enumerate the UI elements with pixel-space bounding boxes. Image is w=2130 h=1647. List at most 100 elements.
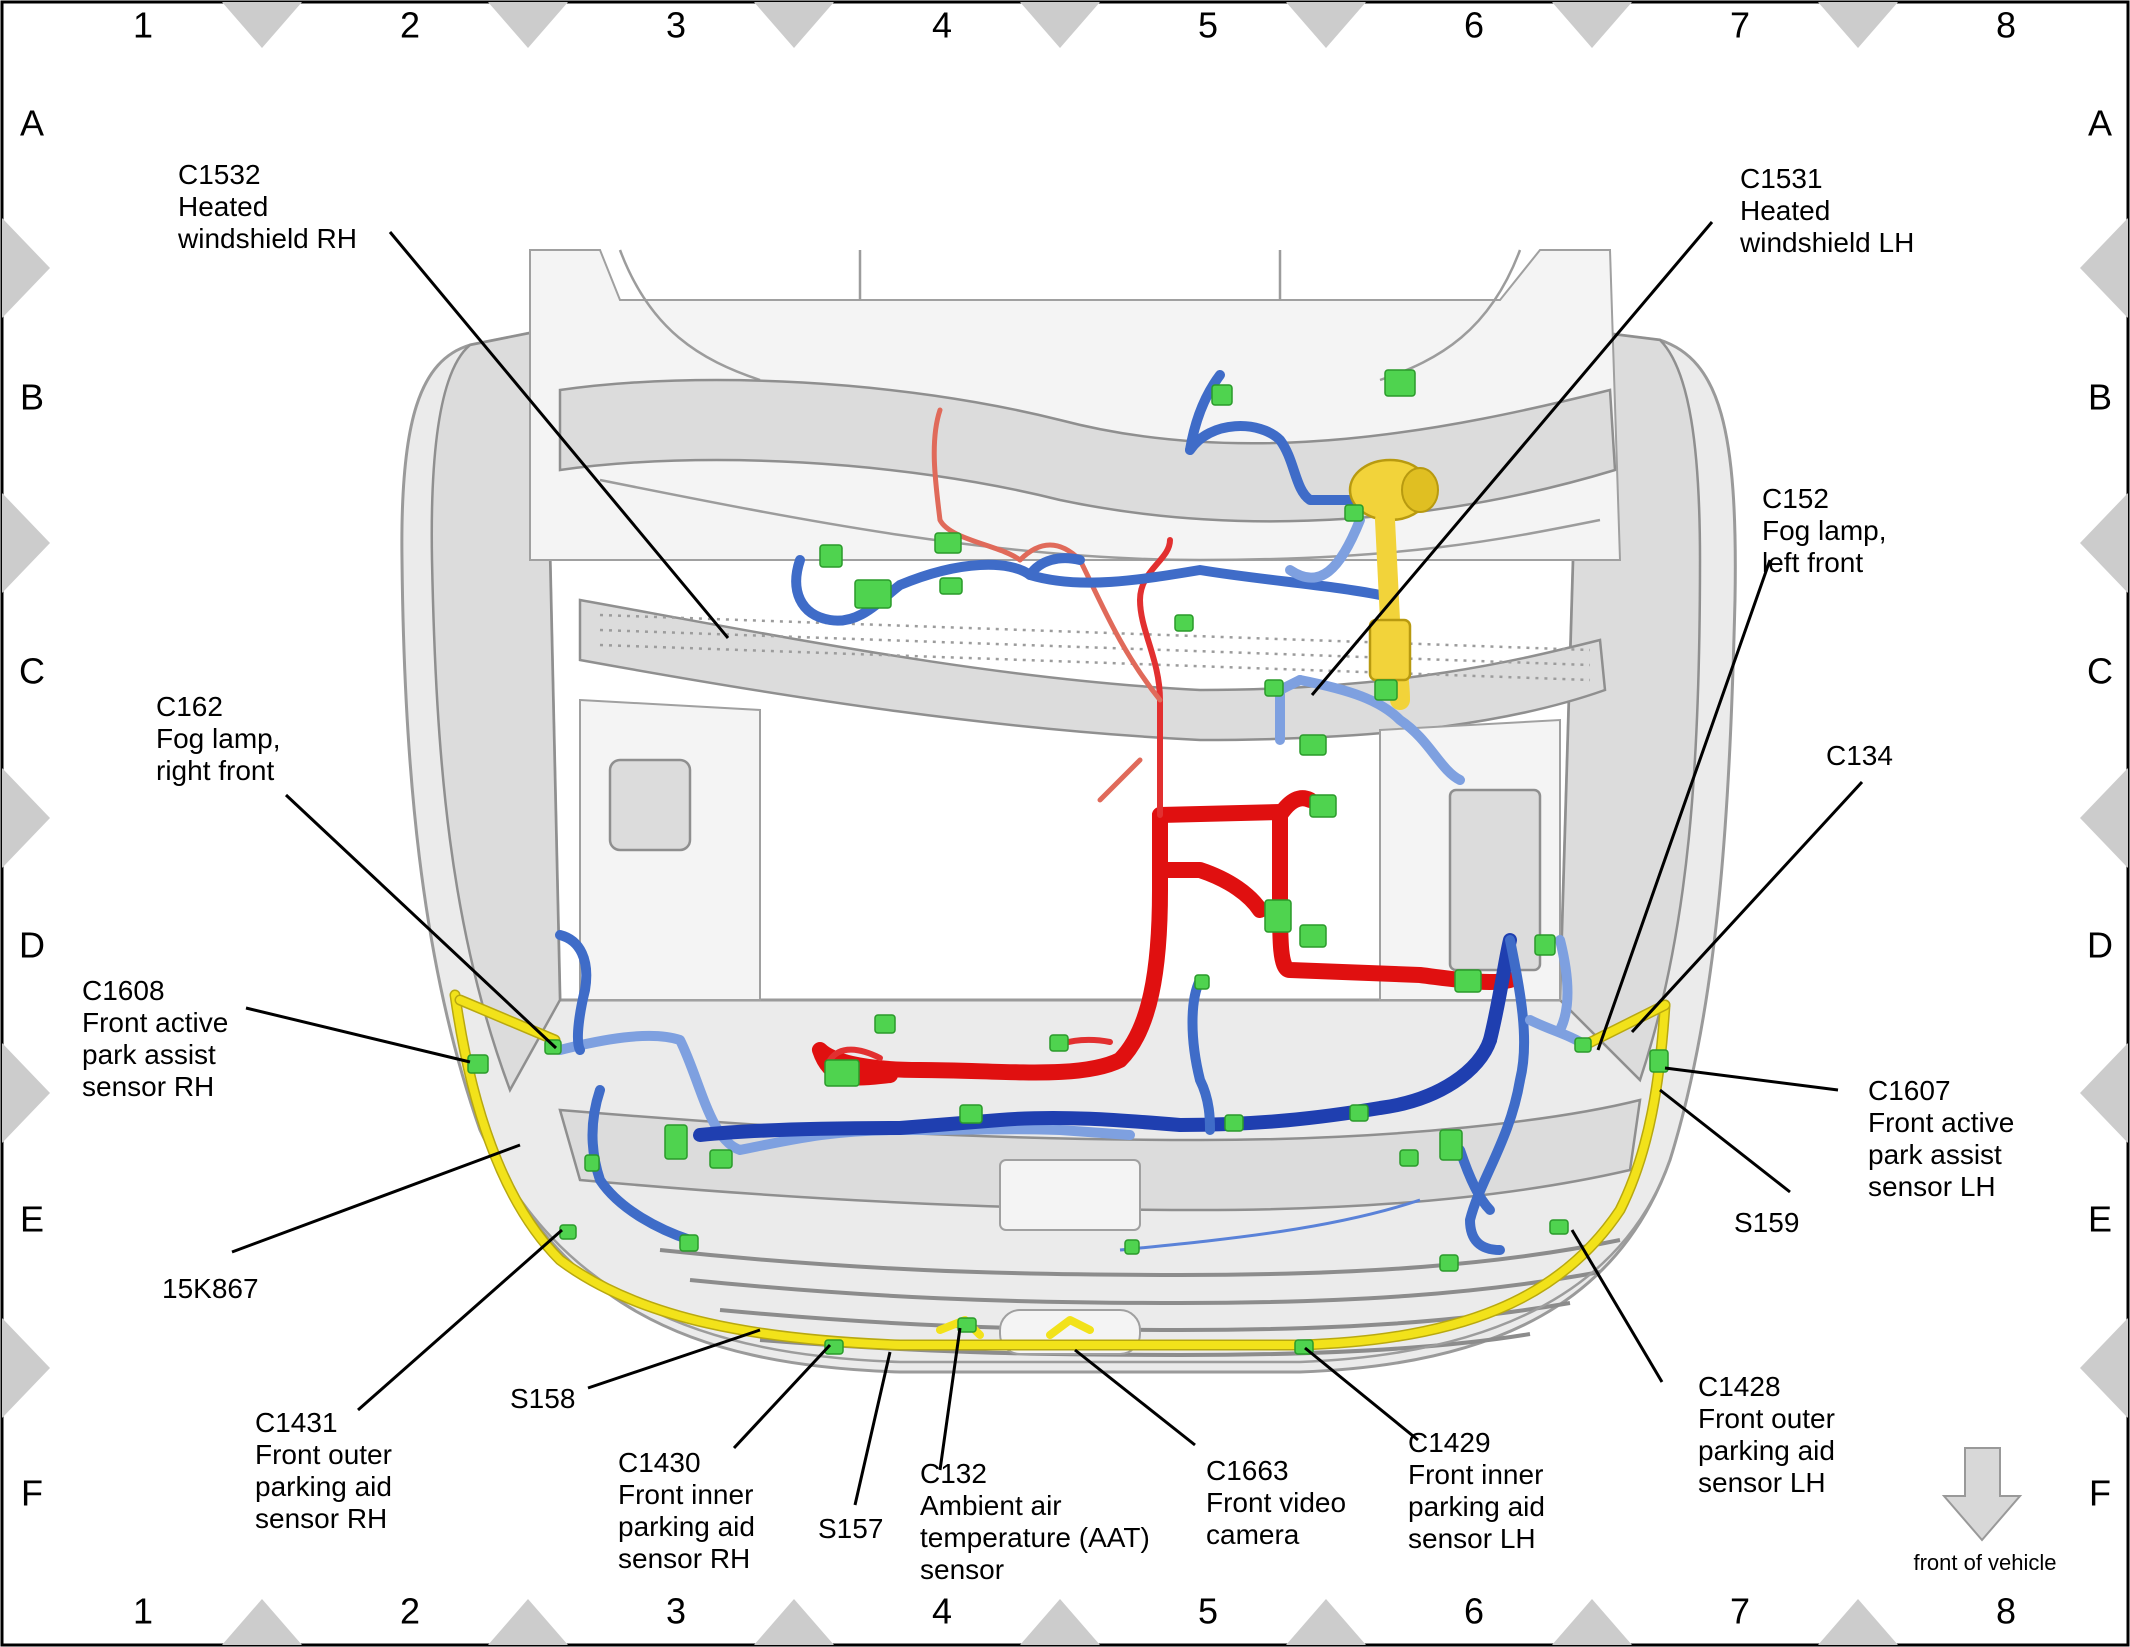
callout-c1608-id: C1608 [82, 975, 165, 1006]
callout-s158: S158 [510, 1383, 575, 1414]
grid-columns-bottom: 1 2 3 4 5 6 7 8 [133, 1591, 2016, 1632]
connector-marker [824, 1059, 860, 1087]
connector-marker [1264, 679, 1284, 697]
callout-c132: C132 Ambient air temperature (AAT) senso… [920, 1458, 1150, 1585]
callout-c1430-line: Front inner [618, 1479, 753, 1510]
connector-marker [1534, 934, 1556, 956]
callout-c1607: C1607 Front active park assist sensor LH [1868, 1075, 2014, 1202]
callout-c132-line: sensor [920, 1554, 1004, 1585]
callout-c162-id: C162 [156, 691, 223, 722]
callout-c132-line: temperature (AAT) [920, 1522, 1150, 1553]
connector-marker [1124, 1239, 1140, 1255]
callout-c1428: C1428 Front outer parking aid sensor LH [1698, 1371, 1835, 1498]
connector-marker [854, 579, 892, 609]
callout-c1607-id: C1607 [1868, 1075, 1951, 1106]
grid-col-7: 7 [1730, 5, 1750, 46]
callout-c1429-line: sensor LH [1408, 1523, 1536, 1554]
connector-marker [679, 1234, 699, 1252]
grid-row-a: A [20, 103, 44, 144]
grid-row-a: A [2088, 103, 2112, 144]
module-box [1448, 788, 1542, 972]
grid-row-c: C [2087, 651, 2113, 692]
grid-col-6: 6 [1464, 5, 1484, 46]
connector-marker [1264, 899, 1292, 933]
connector-marker [467, 1054, 489, 1074]
grid-rows-left: A B C D E F [19, 103, 45, 1514]
connector-marker [1299, 734, 1327, 756]
callout-c1429-line: Front inner [1408, 1459, 1543, 1490]
callout-c1607-line: park assist [1868, 1139, 2002, 1170]
callout-c1608-line: sensor RH [82, 1071, 214, 1102]
grid-row-e: E [20, 1199, 44, 1240]
callout-c132-line: Ambient air [920, 1490, 1062, 1521]
connector-marker [1649, 1049, 1669, 1073]
grid-row-d: D [19, 925, 45, 966]
connector-marker [874, 1014, 896, 1034]
callout-c1429-id: C1429 [1408, 1427, 1491, 1458]
connector-marker [1194, 974, 1210, 990]
connector-marker [934, 532, 962, 554]
grid-row-c: C [19, 651, 45, 692]
callout-c1607-line: Front active [1868, 1107, 2014, 1138]
bumper-fascia [400, 328, 1737, 1374]
grid-col-5: 5 [1198, 5, 1218, 46]
callout-c1663: C1663 Front video camera [1206, 1455, 1346, 1550]
grid-row-f: F [21, 1473, 43, 1514]
callout-c162: C162 Fog lamp, right front [156, 691, 281, 786]
callout-c1430-id: C1430 [618, 1447, 701, 1478]
connector-marker [1399, 1149, 1419, 1167]
grid-col-8: 8 [1996, 5, 2016, 46]
callout-s159-id: S159 [1734, 1207, 1799, 1238]
connector-marker [1574, 1037, 1592, 1053]
connector-marker [1174, 614, 1194, 632]
callout-c1428-line: parking aid [1698, 1435, 1835, 1466]
grid-col-3: 3 [666, 5, 686, 46]
connector-marker [1374, 679, 1398, 701]
callout-c152-line: left front [1762, 547, 1863, 578]
callout-c1428-line: sensor LH [1698, 1467, 1826, 1498]
callout-c162-line: right front [156, 755, 274, 786]
callout-s157: S157 [818, 1513, 883, 1544]
callout-c1531-line: windshield LH [1739, 227, 1914, 258]
leader-lines [231, 221, 1864, 1506]
horn [1348, 458, 1439, 710]
grid-col-5: 5 [1198, 1591, 1218, 1632]
connector-marker [1211, 384, 1233, 406]
cowl-vent-strip [578, 598, 1607, 742]
callout-c152-id: C152 [1762, 483, 1829, 514]
grid-rows-right: A B C D E F [2087, 103, 2113, 1514]
front-of-vehicle-label: front of vehicle [1913, 1550, 2056, 1575]
callout-c1431-id: C1431 [255, 1407, 338, 1438]
connector-marker [939, 577, 963, 595]
callout-c152: C152 Fog lamp, left front [1762, 483, 1887, 578]
callout-c1531-id: C1531 [1740, 163, 1823, 194]
callout-c1663-line: camera [1206, 1519, 1300, 1550]
callout-c1608: C1608 Front active park assist sensor RH [82, 975, 228, 1102]
callout-c1663-id: C1663 [1206, 1455, 1289, 1486]
connector-marker [584, 1154, 600, 1172]
grid-columns-top: 1 2 3 4 5 6 7 8 [133, 5, 2016, 46]
connector-marker [1439, 1254, 1459, 1272]
connector-marker [819, 544, 843, 568]
connector-marker [1224, 1114, 1244, 1132]
callout-c1430-line: sensor RH [618, 1543, 750, 1574]
grid-row-b: B [20, 377, 44, 418]
callout-c1431: C1431 Front outer parking aid sensor RH [255, 1407, 392, 1534]
callout-c1428-id: C1428 [1698, 1371, 1781, 1402]
callout-c1531-line: Heated [1740, 195, 1830, 226]
harness-blue [555, 370, 1590, 1255]
connector-marker [559, 1224, 577, 1240]
callout-c1428-line: Front outer [1698, 1403, 1835, 1434]
connector-marker [959, 1104, 983, 1124]
callout-c1608-line: Front active [82, 1007, 228, 1038]
callout-c1431-line: sensor RH [255, 1503, 387, 1534]
connectors [467, 369, 1669, 1355]
grid-col-1: 1 [133, 1591, 153, 1632]
grid-col-4: 4 [932, 5, 952, 46]
connector-marker [1049, 1034, 1069, 1052]
connector-marker [1384, 369, 1416, 397]
callout-c1431-line: Front outer [255, 1439, 392, 1470]
connector-marker [1549, 1219, 1569, 1235]
